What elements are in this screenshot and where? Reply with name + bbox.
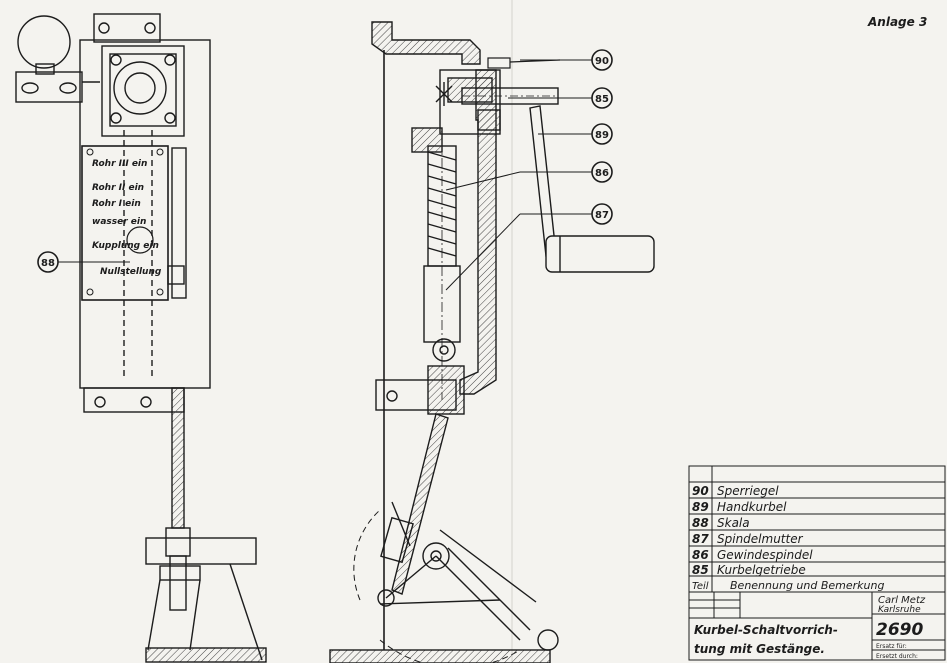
scale-plate: Rohr III ein Rohr II ein Rohr I ein wass… [81, 145, 169, 301]
title-block [688, 591, 946, 661]
replaces-label: Ersatz für: [876, 643, 907, 650]
scale-pointer-knob [126, 226, 154, 254]
callout-87: 87 [445, 203, 613, 291]
callout-85: 85 [508, 87, 613, 109]
part-row-no: 90 [692, 484, 709, 498]
callout-88-label: 88 [41, 258, 55, 269]
replaced-by-label: Ersetzt durch: [876, 653, 918, 660]
part-row-no: 89 [692, 500, 709, 514]
callout-90-label: 90 [595, 56, 609, 67]
shaft-center-mark [435, 82, 453, 106]
scale-row-2: Rohr II ein [92, 183, 144, 193]
mounting-plate-top [93, 13, 161, 43]
crank-handle [545, 235, 655, 273]
scale-row-3: Rohr I ein [92, 199, 141, 209]
callout-86: 86 [445, 161, 613, 191]
section-view [329, 21, 559, 663]
connecting-rod [171, 387, 185, 529]
parts-list [688, 465, 946, 593]
part-row-name: Sperriegel [717, 484, 779, 498]
part-row-no: 88 [692, 516, 709, 530]
spindle-nut [423, 265, 461, 343]
drawing-title-line2: tung mit Gestänge. [694, 642, 825, 656]
scale-row-1: Rohr III ein [92, 159, 147, 169]
company-city: Karlsruhe [878, 605, 921, 615]
part-row-name: Kurbelgetriebe [717, 563, 806, 577]
lower-bracket [145, 537, 257, 565]
part-row-no: 85 [692, 563, 709, 577]
scale-row-5: Kupplung ein [92, 241, 159, 251]
part-row-name: Gewindespindel [717, 548, 813, 562]
bevel-gear-housing [439, 69, 501, 135]
drawing-title-line1: Kurbel-Schaltvorrich- [694, 623, 838, 637]
callout-89-label: 89 [595, 130, 609, 141]
parts-header-desc: Benennung und Bemerkung [730, 579, 884, 592]
indicator-slot [171, 147, 187, 299]
parts-list-rows: 90 Sperriegel 89 Handkurbel 88 Skala 87 … [692, 484, 884, 592]
part-row-name: Skala [717, 516, 750, 530]
front-view [15, 13, 267, 663]
scale-row-6: Nullstellung [100, 267, 162, 277]
part-row-name: Handkurbel [717, 500, 787, 514]
callout-86-label: 86 [595, 168, 609, 179]
callout-85-label: 85 [595, 94, 609, 105]
callout-87-label: 87 [595, 210, 609, 221]
gear-cover [101, 45, 185, 137]
lower-joint [427, 365, 465, 415]
scale-row-4: wasser ein [92, 217, 146, 227]
callout-90: 90 [520, 49, 613, 71]
mounting-bracket-top-left [15, 15, 100, 103]
part-row-no: 87 [692, 532, 709, 546]
company-name: Carl Metz [878, 595, 926, 606]
top-hook-bracket [371, 21, 481, 65]
parts-header-part: Teil [692, 581, 709, 592]
hand-crank [529, 105, 655, 273]
callout-89: 89 [538, 123, 613, 145]
part-row-no: 86 [692, 548, 709, 562]
title-block-text: Carl Metz Karlsruhe Kurbel-Schaltvorrich… [694, 595, 926, 660]
callout-88: 88 [37, 251, 130, 273]
drawing-number: 2690 [876, 620, 923, 640]
annex-label: Anlage 3 [867, 15, 927, 29]
part-row-name: Spindelmutter [717, 532, 804, 546]
